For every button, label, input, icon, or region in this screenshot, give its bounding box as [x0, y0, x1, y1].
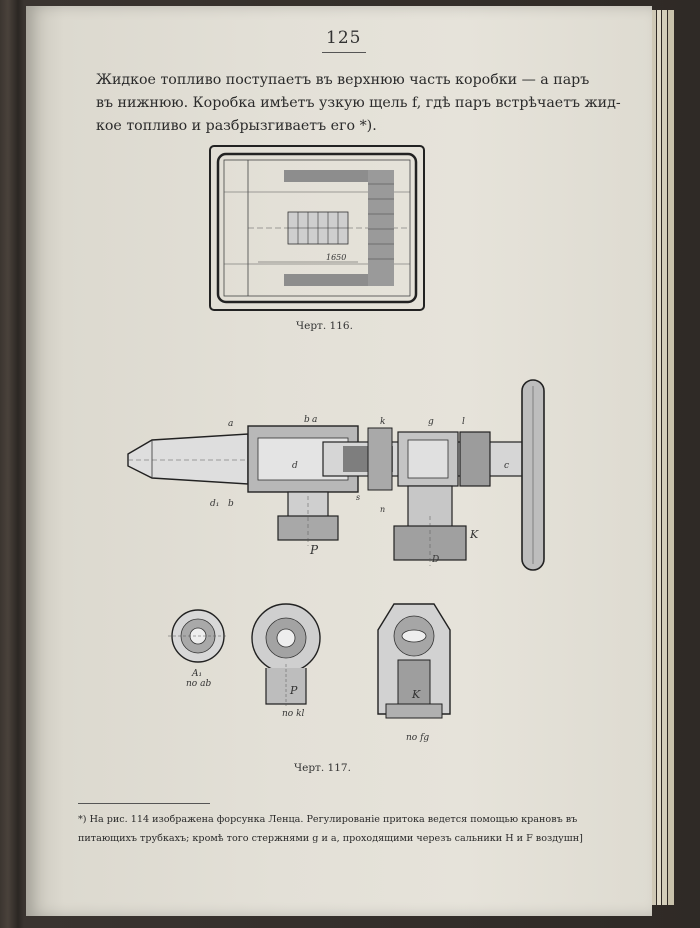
page-edge — [652, 10, 656, 905]
drawing-label: c — [504, 461, 509, 471]
drawing-label: g — [428, 417, 434, 427]
book-page: 125 Жидкое топливо поступаетъ въ верхнюю… — [26, 6, 652, 916]
drawing-label: a — [312, 415, 317, 425]
drawing-label: D — [431, 555, 439, 565]
drawing-label: l — [462, 417, 465, 427]
drawing-label: n — [380, 505, 385, 514]
page-edge — [657, 10, 661, 905]
section-label: K — [411, 688, 421, 701]
footnote-line: питающихъ трубкахъ; кромѣ того стержнями… — [78, 833, 583, 844]
figure-116-drawing: 1650 — [209, 145, 425, 311]
page-number-rule — [322, 52, 366, 53]
page-edge — [662, 10, 667, 905]
paragraph-line: кое топливо и разбрызгиваетъ его *). — [96, 118, 377, 134]
footnote-rule — [78, 803, 210, 804]
drawing-label: d₁ — [210, 499, 219, 509]
section-label: по kl — [282, 709, 305, 719]
figure-117-caption: Черт. 117. — [294, 762, 351, 774]
drawing-label: P — [309, 543, 319, 557]
footnote: *) На рис. 114 изображена форсунка Ленца… — [78, 810, 638, 848]
figure-116-dimension: 1650 — [326, 253, 346, 262]
section-label: A₁ — [191, 669, 202, 679]
paragraph-line: Жидкое топливо поступаетъ въ верхнюю час… — [96, 72, 590, 88]
drawing-label: d — [292, 461, 298, 471]
section-label: P — [289, 684, 298, 697]
section-label: по fg — [406, 733, 429, 743]
page-number: 125 — [326, 28, 362, 48]
page-edge — [668, 10, 674, 905]
drawing-label: a — [228, 419, 233, 429]
drawing-label: b — [228, 499, 234, 509]
figure-117-sections: A₁ по ab P по kl K по fg — [168, 603, 451, 743]
figure-116-caption: Черт. 116. — [296, 320, 353, 332]
body-paragraph: Жидкое топливо поступаетъ въ верхнюю час… — [96, 69, 636, 138]
footnote-line: *) На рис. 114 изображена форсунка Ленца… — [78, 814, 578, 825]
drawing-label: K — [469, 528, 479, 541]
drawing-label: s — [356, 493, 360, 502]
paragraph-line: въ нижнюю. Коробка имѣетъ узкую щель f, … — [96, 95, 621, 111]
drawing-label: k — [380, 417, 385, 427]
figure-117-main-drawing: a b a k g l d c d₁ b P K s n D — [127, 379, 545, 571]
section-label: по ab — [186, 679, 211, 689]
drawing-label: b — [304, 415, 310, 425]
